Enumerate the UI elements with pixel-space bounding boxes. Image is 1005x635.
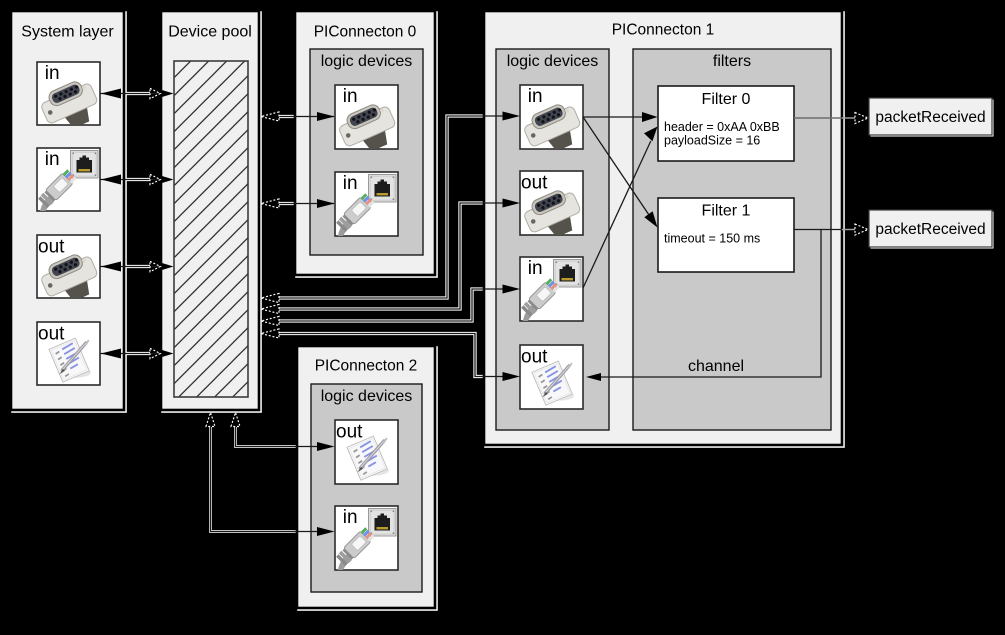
svg-text:packetReceived: packetReceived xyxy=(875,221,985,238)
svg-text:channel: channel xyxy=(688,358,744,375)
svg-text:PIConnecton 1: PIConnecton 1 xyxy=(612,22,715,39)
svg-text:System layer: System layer xyxy=(21,24,114,41)
svg-text:logic devices: logic devices xyxy=(321,388,413,405)
svg-text:Device pool: Device pool xyxy=(168,24,252,41)
svg-text:in: in xyxy=(45,149,60,170)
svg-text:Filter 1: Filter 1 xyxy=(702,203,751,220)
svg-text:out: out xyxy=(521,173,548,194)
svg-text:filters: filters xyxy=(713,53,751,70)
svg-text:out: out xyxy=(38,237,65,258)
svg-text:packetReceived: packetReceived xyxy=(875,109,985,126)
svg-text:logic devices: logic devices xyxy=(321,53,413,70)
svg-text:PIConnecton 2: PIConnecton 2 xyxy=(315,358,418,375)
svg-text:out: out xyxy=(38,324,65,345)
svg-text:in: in xyxy=(343,86,358,107)
svg-text:out: out xyxy=(521,347,548,368)
svg-text:Filter 0: Filter 0 xyxy=(702,91,751,108)
svg-text:logic devices: logic devices xyxy=(507,53,599,70)
svg-text:timeout = 150 ms: timeout = 150 ms xyxy=(664,232,760,246)
svg-text:payloadSize = 16: payloadSize = 16 xyxy=(664,134,760,148)
svg-text:out: out xyxy=(336,422,363,443)
svg-text:in: in xyxy=(528,258,543,279)
svg-text:in: in xyxy=(343,507,358,528)
svg-text:PIConnecton 0: PIConnecton 0 xyxy=(314,24,417,41)
svg-text:in: in xyxy=(45,63,60,84)
svg-text:header = 0xAA 0xBB: header = 0xAA 0xBB xyxy=(664,120,780,134)
svg-text:in: in xyxy=(343,173,358,194)
svg-text:in: in xyxy=(528,86,543,107)
